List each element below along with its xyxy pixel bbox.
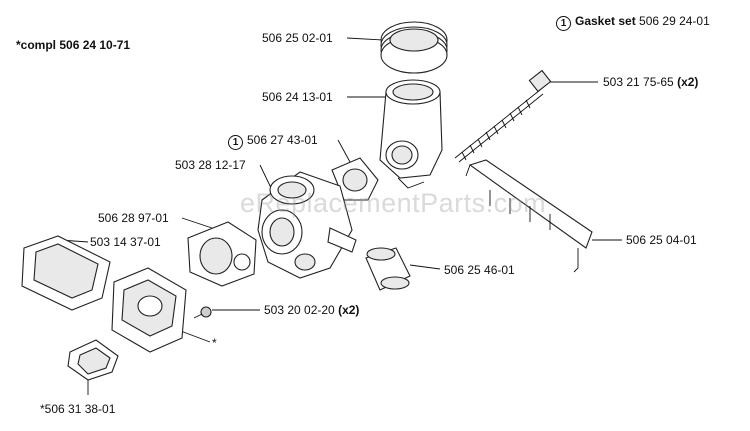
part-adapter: [187, 221, 257, 287]
part-carburetor: [257, 171, 357, 279]
part-nozzle: [365, 247, 411, 291]
callout-text: 503 28 12-17: [175, 158, 246, 172]
leader-c12: [177, 329, 211, 343]
callout-text: *: [212, 336, 217, 350]
gasket-set-label: 1 Gasket set 506 29 24-01: [556, 14, 710, 31]
callout-text: 506 27 43-01: [247, 133, 318, 147]
callout-text: 506 25 46-01: [444, 263, 515, 277]
callout-503-14-37-01: 503 14 37-01: [90, 235, 161, 249]
part-long-bolt: [454, 69, 552, 163]
compl-label: *compl 506 24 10-71: [16, 38, 130, 52]
callout-asterisk: *: [212, 336, 217, 350]
callout-506-25-04-01: 506 25 04-01: [626, 233, 697, 247]
callout-503-21-75-65: 503 21 75-65 (x2): [603, 75, 698, 89]
part-screw: [193, 306, 212, 319]
leader-c1: [346, 37, 385, 41]
callout-text: 506 25 02-01: [262, 31, 333, 45]
watermark: eReplacementParts.com: [240, 188, 547, 218]
leader-lines: [59, 37, 622, 395]
leader-c6: [181, 217, 213, 229]
callout-quantity: (x2): [677, 75, 699, 89]
part-carb-gasket: [331, 157, 379, 201]
callout-quantity: (x2): [338, 303, 360, 317]
part-intake-block: [111, 267, 187, 353]
part-top-gasket: [380, 21, 448, 74]
callout-text: 503 20 02-20: [264, 303, 335, 317]
leader-c5: [259, 164, 273, 191]
gasket-number: 506 29 24-01: [639, 14, 710, 28]
callout-text: 503 14 37-01: [90, 235, 161, 249]
callout-503-28-12-17: 503 28 12-17: [175, 158, 246, 172]
part-small-gasket: [67, 339, 119, 381]
callout-text: 506 25 04-01: [626, 233, 697, 247]
callout-506-27-43-01: 1 506 27 43-01: [228, 133, 318, 150]
callout-506-24-13-01: 506 24 13-01: [262, 90, 333, 104]
callout-text: 503 21 75-65: [603, 75, 674, 89]
compl-text: *compl 506 24 10-71: [16, 38, 131, 52]
gasket-marker-icon: 1: [228, 135, 243, 150]
callout-text: *506 31 38-01: [40, 402, 116, 416]
callout-503-20-02-20: 503 20 02-20 (x2): [264, 303, 359, 317]
callout-506-28-97-01: 506 28 97-01: [98, 211, 169, 225]
part-intake-manifold: [379, 79, 443, 189]
leader-c9: [409, 264, 441, 270]
part-throttle-rod: [465, 159, 593, 273]
gasket-marker-icon: 1: [556, 16, 571, 31]
callout-506-25-02-01: 506 25 02-01: [262, 31, 333, 45]
leader-c4: [337, 139, 351, 163]
callout-506-31-38-01: *506 31 38-01: [40, 402, 115, 416]
callout-506-25-46-01: 506 25 46-01: [444, 263, 515, 277]
callout-text: 506 24 13-01: [262, 90, 333, 104]
part-filter-frame: [21, 235, 111, 311]
gasket-title: Gasket set: [575, 14, 636, 28]
callout-text: 506 28 97-01: [98, 211, 169, 225]
